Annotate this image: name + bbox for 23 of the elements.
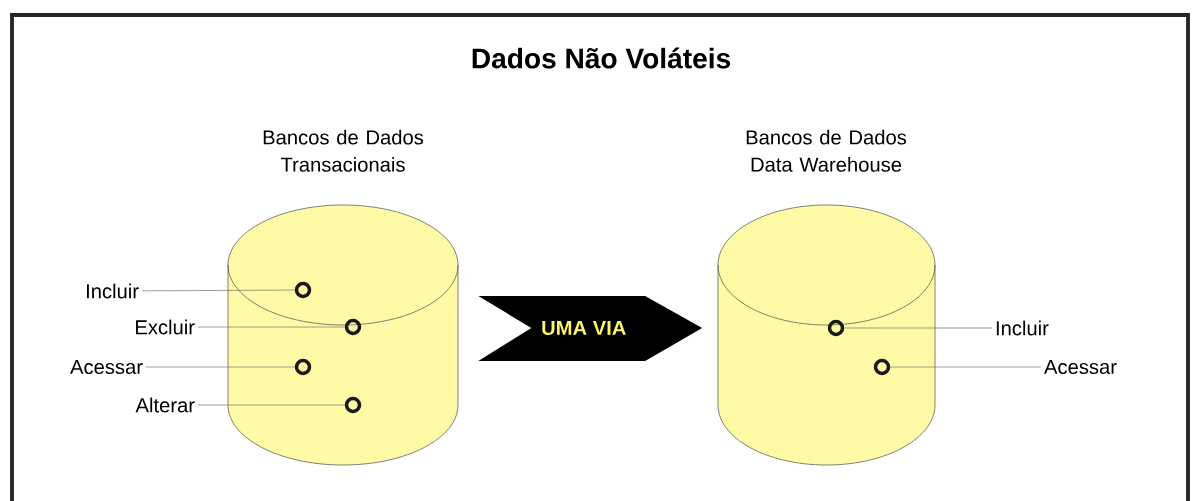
- title: Dados Não Voláteis: [472, 47, 731, 69]
- ring-marker: [294, 358, 312, 376]
- ring-marker: [827, 319, 845, 337]
- leader-line: [889, 366, 1042, 368]
- leader-line: [197, 326, 346, 328]
- ring-marker: [344, 318, 362, 336]
- chevron-arrow: [478, 296, 703, 361]
- label-text: Acessar: [1044, 359, 1117, 375]
- cylinder-heading: Bancos de Dados Data Warehouse: [746, 129, 907, 172]
- label-text: Acessar: [70, 359, 143, 375]
- label-text: Alterar: [135, 397, 195, 413]
- leader-line: [141, 289, 296, 292]
- leader-line: [145, 366, 296, 368]
- ring-marker: [294, 281, 312, 299]
- label-text: Incluir: [87, 283, 139, 299]
- label-text: Excluir: [136, 319, 195, 335]
- leader-line: [197, 404, 346, 406]
- ring-marker: [344, 396, 362, 414]
- edge-label: UMA VIA: [542, 320, 626, 336]
- cylinder-heading: Bancos de Dados Transacionais: [263, 129, 424, 172]
- label-text: Incluir: [996, 320, 1049, 336]
- ring-marker: [873, 358, 891, 376]
- leader-line: [843, 327, 993, 329]
